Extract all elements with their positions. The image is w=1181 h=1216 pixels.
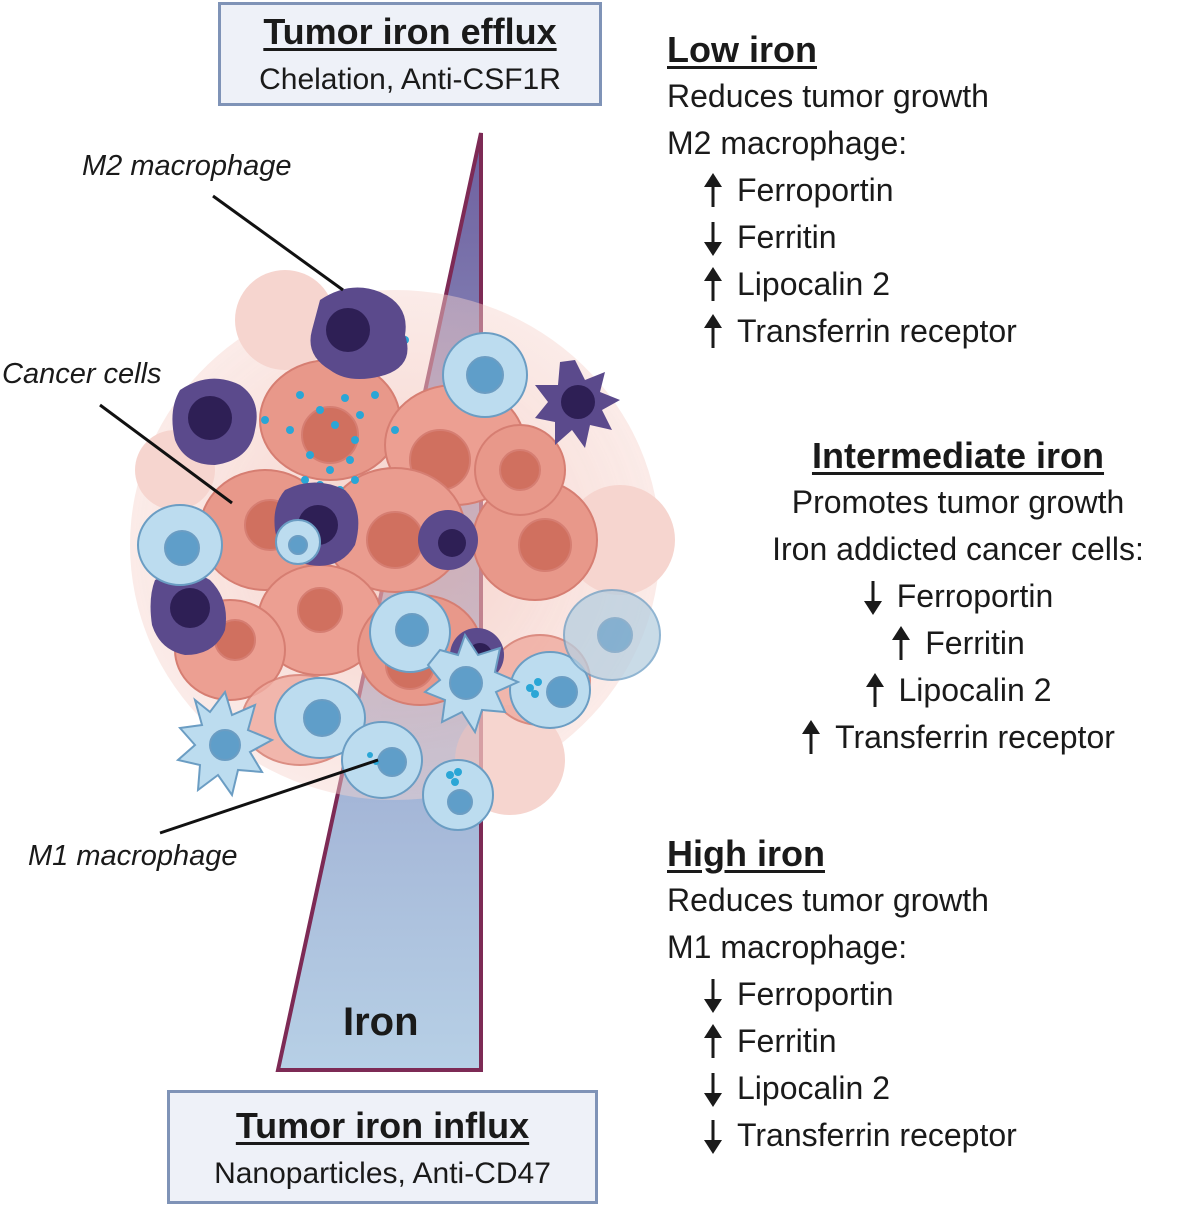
- marker-row: Ferroportin: [667, 971, 1017, 1018]
- low-iron-effect: Reduces tumor growth: [667, 78, 989, 114]
- down-arrow-icon: [863, 580, 882, 615]
- up-arrow-icon: [704, 1023, 722, 1058]
- cancer-cell: [474, 424, 566, 516]
- m1-macrophage-cell: [341, 721, 423, 799]
- marker-row: Transferrin receptor: [667, 308, 1017, 355]
- up-arrow-icon: [865, 672, 884, 707]
- marker-row: Ferritin: [667, 1018, 1017, 1065]
- marker-label: Transferrin receptor: [737, 1117, 1017, 1153]
- intermediate-iron-heading: Intermediate iron: [811, 435, 1105, 476]
- m1-iron-particles: [367, 678, 542, 786]
- low-iron-section: Low iron Reduces tumor growth M2 macroph…: [667, 26, 1017, 355]
- down-arrow-icon: [704, 978, 722, 1013]
- marker-row: Lipocalin 2: [667, 1065, 1017, 1112]
- influx-title: Tumor iron influx: [235, 1105, 530, 1146]
- marker-label: Lipocalin 2: [737, 1070, 890, 1106]
- cancer-cell: [259, 359, 401, 481]
- marker-label: Transferrin receptor: [737, 313, 1017, 349]
- m1-macrophage-cell: [274, 677, 366, 759]
- m1-dendritic-cell: [175, 689, 275, 798]
- marker-row: Ferroportin: [667, 167, 1017, 214]
- high-iron-heading: High iron: [667, 833, 825, 874]
- marker-label: Lipocalin 2: [737, 266, 890, 302]
- m2-macrophage-cell: [418, 510, 478, 570]
- label-leader-lines: [99, 194, 379, 835]
- m2-macrophage-cell: [172, 378, 257, 465]
- m1-macrophage-cell: [422, 759, 494, 831]
- marker-row: Lipocalin 2: [740, 667, 1176, 714]
- intermediate-iron-cell-type: Iron addicted cancer cells:: [772, 531, 1144, 567]
- low-iron-cell-type: M2 macrophage:: [667, 125, 908, 161]
- intermediate-iron-effect: Promotes tumor growth: [791, 484, 1125, 520]
- m1-macrophage-cell: [369, 591, 451, 673]
- marker-label: Ferritin: [737, 219, 837, 255]
- intermediate-iron-section: Intermediate iron Promotes tumor growth …: [740, 432, 1176, 761]
- marker-row: Transferrin receptor: [740, 714, 1176, 761]
- marker-label: Ferritin: [925, 625, 1025, 661]
- marker-label: Lipocalin 2: [898, 672, 1052, 708]
- high-iron-effect: Reduces tumor growth: [667, 882, 989, 918]
- iron-wedge-label: Iron: [343, 1000, 419, 1044]
- up-arrow-icon: [704, 266, 722, 301]
- m1-macrophage-cell: [563, 589, 661, 681]
- m2-macrophage-cell: [310, 287, 408, 379]
- influx-subtitle: Nanoparticles, Anti-CD47: [214, 1157, 551, 1190]
- m2-macrophage-label: M2 macrophage: [82, 150, 292, 182]
- up-arrow-icon: [704, 313, 722, 348]
- marker-row: Ferritin: [740, 620, 1176, 667]
- efflux-title: Tumor iron efflux: [263, 11, 557, 52]
- marker-row: Ferritin: [667, 214, 1017, 261]
- marker-row: Ferroportin: [740, 573, 1176, 620]
- m2-dendritic-cell: [535, 360, 620, 448]
- marker-row: Lipocalin 2: [667, 261, 1017, 308]
- down-arrow-icon: [704, 1072, 722, 1107]
- m1-macrophages: [137, 332, 661, 831]
- m1-macrophage-cell: [137, 504, 223, 586]
- cancer-cells-label: Cancer cells: [2, 358, 162, 390]
- up-arrow-icon: [704, 172, 722, 207]
- m1-macrophage-label: M1 macrophage: [28, 840, 238, 872]
- m1-dendritic-cell: [423, 632, 521, 735]
- high-iron-cell-type: M1 macrophage:: [667, 929, 908, 965]
- marker-row: Transferrin receptor: [667, 1112, 1017, 1159]
- marker-label: Transferrin receptor: [835, 719, 1115, 755]
- m1-macrophage-cell: [509, 651, 591, 729]
- tumor-iron-efflux-box: Tumor iron efflux Chelation, Anti-CSF1R: [218, 2, 602, 106]
- marker-label: Ferroportin: [896, 578, 1054, 614]
- marker-label: Ferritin: [737, 1023, 837, 1059]
- cancer-cell: [257, 564, 383, 676]
- marker-label: Ferroportin: [737, 976, 894, 1012]
- m1-macrophage-cell: [275, 519, 321, 565]
- high-iron-section: High iron Reduces tumor growth M1 macrop…: [667, 830, 1017, 1159]
- m1-macrophage-cell: [442, 332, 528, 418]
- up-arrow-icon: [892, 625, 911, 660]
- marker-label: Ferroportin: [737, 172, 894, 208]
- low-iron-heading: Low iron: [667, 29, 817, 70]
- tumor-iron-influx-box: Tumor iron influx Nanoparticles, Anti-CD…: [167, 1090, 598, 1204]
- up-arrow-icon: [802, 719, 821, 754]
- down-arrow-icon: [704, 1119, 722, 1154]
- efflux-subtitle: Chelation, Anti-CSF1R: [259, 63, 561, 96]
- m2-macrophage-cell: [150, 572, 226, 655]
- down-arrow-icon: [704, 221, 722, 256]
